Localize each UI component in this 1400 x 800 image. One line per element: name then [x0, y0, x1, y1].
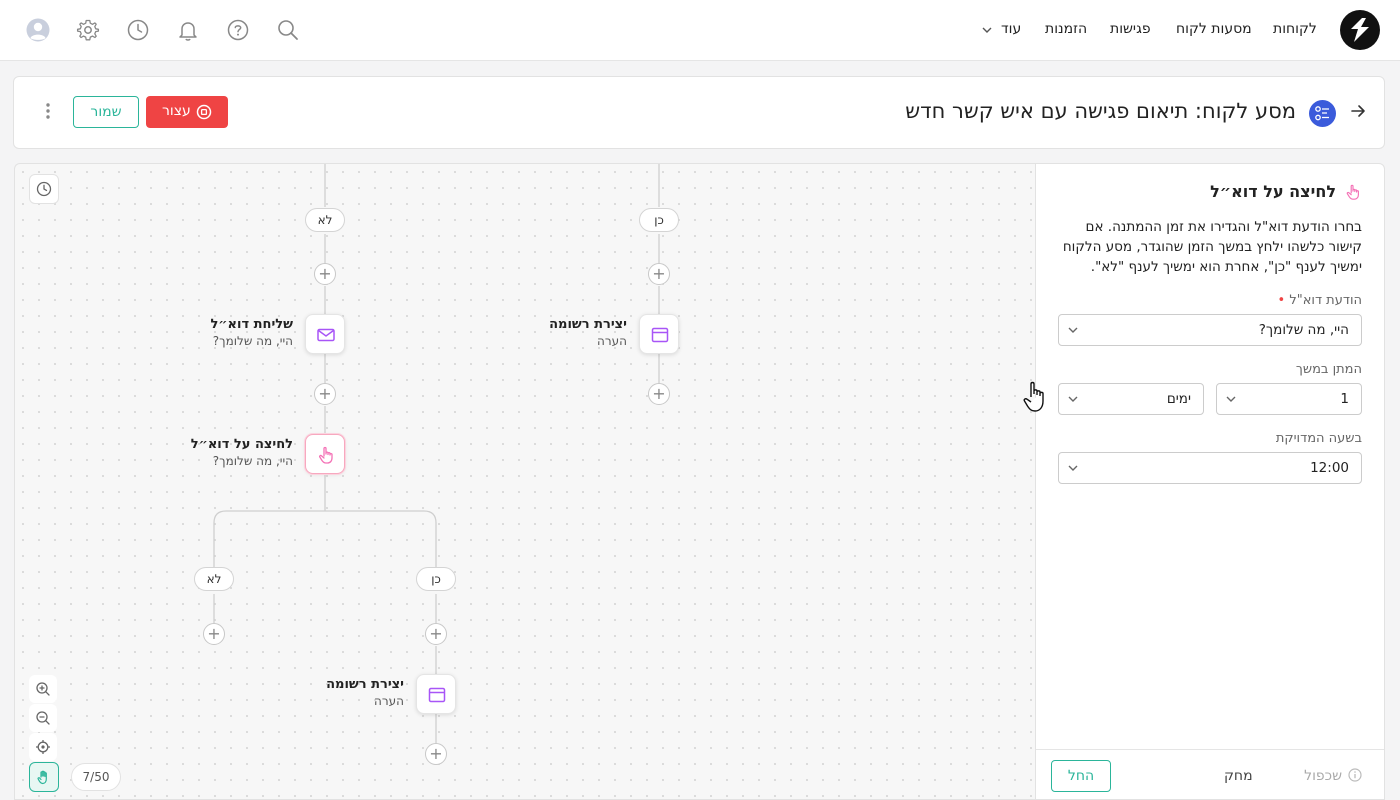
nav-link-meetings[interactable]: פגישות — [1110, 21, 1151, 37]
nav-link-orders[interactable]: הזמנות — [1045, 21, 1088, 37]
zoom-in-button[interactable] — [29, 675, 57, 703]
node-title: לחיצה על דוא״ל — [190, 437, 293, 452]
email-select-value: היי, מה שלומך? — [1258, 322, 1349, 338]
chevron-down-icon — [1068, 396, 1078, 402]
add-step-button[interactable]: + — [425, 743, 447, 765]
branch-yes-label: כן — [639, 208, 679, 232]
stop-button-label: עצור — [162, 103, 191, 119]
node-title: יצירת רשומה — [326, 677, 404, 692]
add-step-button[interactable]: + — [425, 623, 447, 645]
add-step-button[interactable]: + — [314, 383, 336, 405]
page-title: מסע לקוח: תיאום פגישה עם איש קשר חדש — [905, 99, 1296, 123]
hand-icon — [37, 770, 47, 785]
note-icon — [428, 687, 446, 703]
gear-icon[interactable] — [76, 18, 100, 42]
panel-title: לחיצה על דוא״ל — [1210, 182, 1336, 201]
node-title: יצירת רשומה — [549, 317, 627, 332]
nav-link-customers[interactable]: לקוחות — [1273, 21, 1317, 37]
branch-yes-label: כן — [416, 567, 456, 591]
create-note-node[interactable] — [416, 674, 456, 714]
help-icon[interactable] — [226, 18, 250, 42]
delete-button[interactable]: מחק — [1224, 768, 1253, 784]
panel-footer: שכפול מחק החל — [1036, 749, 1384, 800]
info-icon — [1348, 768, 1362, 782]
note-icon — [651, 327, 669, 343]
send-email-node[interactable] — [305, 314, 345, 354]
add-step-button[interactable]: + — [648, 263, 670, 285]
create-note-node-label: יצירת רשומה הערה — [549, 317, 627, 348]
time-field-label: בשעה המדויקת — [1275, 431, 1362, 446]
journey-icon — [1309, 100, 1336, 127]
required-indicator: • — [1277, 293, 1286, 308]
node-subtitle: הערה — [374, 694, 404, 708]
chevron-down-icon[interactable] — [982, 26, 992, 34]
nav-link-more[interactable]: עוד — [1001, 21, 1022, 37]
wait-unit-value: ימים — [1166, 391, 1191, 407]
hand-pointer-icon — [1346, 184, 1359, 200]
node-subtitle: הערה — [597, 334, 627, 348]
node-subtitle: היי, מה שלומך? — [212, 334, 293, 348]
more-options-icon[interactable] — [45, 102, 51, 120]
chevron-down-icon — [1226, 396, 1236, 402]
send-email-node-label: שליחת דוא״ל היי, מה שלומך? — [210, 317, 293, 348]
zoom-in-icon — [36, 682, 50, 696]
zoom-out-icon — [36, 711, 50, 725]
mouse-cursor-icon — [1023, 381, 1044, 412]
wait-unit-select[interactable]: ימים — [1058, 383, 1204, 415]
add-step-button[interactable]: + — [203, 623, 225, 645]
top-nav: לקוחות מסעות לקוח פגישות הזמנות עוד — [0, 0, 1400, 61]
branch-no-label: לא — [305, 208, 345, 232]
email-click-node-label: לחיצה על דוא״ל היי, מה שלומך? — [191, 437, 293, 468]
wait-field-label: המתן במשך — [1295, 362, 1362, 377]
node-title: שליחת דוא״ל — [210, 317, 293, 332]
history-button[interactable] — [29, 174, 59, 204]
email-select[interactable]: היי, מה שלומך? — [1058, 314, 1362, 346]
time-select-value: 12:00 — [1310, 460, 1349, 476]
branch-no-label: לא — [194, 567, 234, 591]
step-settings-panel: לחיצה על דוא״ל בחרו הודעת דוא"ל והגדירו … — [1035, 163, 1385, 800]
add-step-button[interactable]: + — [314, 263, 336, 285]
chevron-down-icon — [1068, 327, 1078, 333]
journey-canvas[interactable]: לא + שליחת דוא״ל היי, מה שלומך? + לחיצה … — [14, 163, 1035, 800]
duplicate-button[interactable]: שכפול — [1304, 768, 1362, 784]
create-note-node[interactable] — [639, 314, 679, 354]
apply-button[interactable]: החל — [1051, 760, 1111, 792]
email-click-node[interactable] — [305, 434, 345, 474]
add-step-button[interactable]: + — [648, 383, 670, 405]
avatar-icon[interactable] — [26, 18, 50, 42]
recenter-button[interactable] — [29, 733, 57, 761]
app-logo[interactable] — [1340, 10, 1380, 50]
node-subtitle: היי, מה שלומך? — [212, 454, 293, 468]
clock-icon — [36, 181, 52, 197]
bell-icon[interactable] — [176, 18, 200, 42]
journey-header: מסע לקוח: תיאום פגישה עם איש קשר חדש עצו… — [13, 76, 1385, 149]
crosshair-icon — [36, 740, 50, 754]
step-count: 7/50 — [71, 763, 121, 791]
envelope-icon — [317, 328, 335, 342]
create-note-node-label: יצירת רשומה הערה — [326, 677, 404, 708]
pan-tool-button[interactable] — [29, 762, 59, 792]
email-field-label: הודעת דוא"ל • — [1278, 293, 1362, 308]
time-select[interactable]: 12:00 — [1058, 452, 1362, 484]
back-arrow-icon[interactable] — [1350, 103, 1366, 119]
email-field-label-text: הודעת דוא"ל — [1289, 293, 1362, 308]
chevron-down-icon — [1068, 465, 1078, 471]
search-icon[interactable] — [276, 18, 300, 42]
wait-amount-value: 1 — [1340, 391, 1349, 407]
clock-icon[interactable] — [126, 18, 150, 42]
nav-link-journeys[interactable]: מסעות לקוח — [1176, 21, 1252, 37]
save-button[interactable]: שמור — [73, 96, 139, 128]
duplicate-button-label: שכפול — [1304, 768, 1342, 784]
stop-button[interactable]: עצור — [146, 96, 228, 128]
stop-icon — [196, 104, 212, 120]
wait-amount-select[interactable]: 1 — [1216, 383, 1362, 415]
hand-pointer-icon — [319, 446, 333, 464]
flow-connectors — [213, 164, 660, 743]
panel-description: בחרו הודעת דוא"ל והגדירו את זמן ההמתנה. … — [1062, 219, 1362, 275]
zoom-out-button[interactable] — [29, 704, 57, 732]
